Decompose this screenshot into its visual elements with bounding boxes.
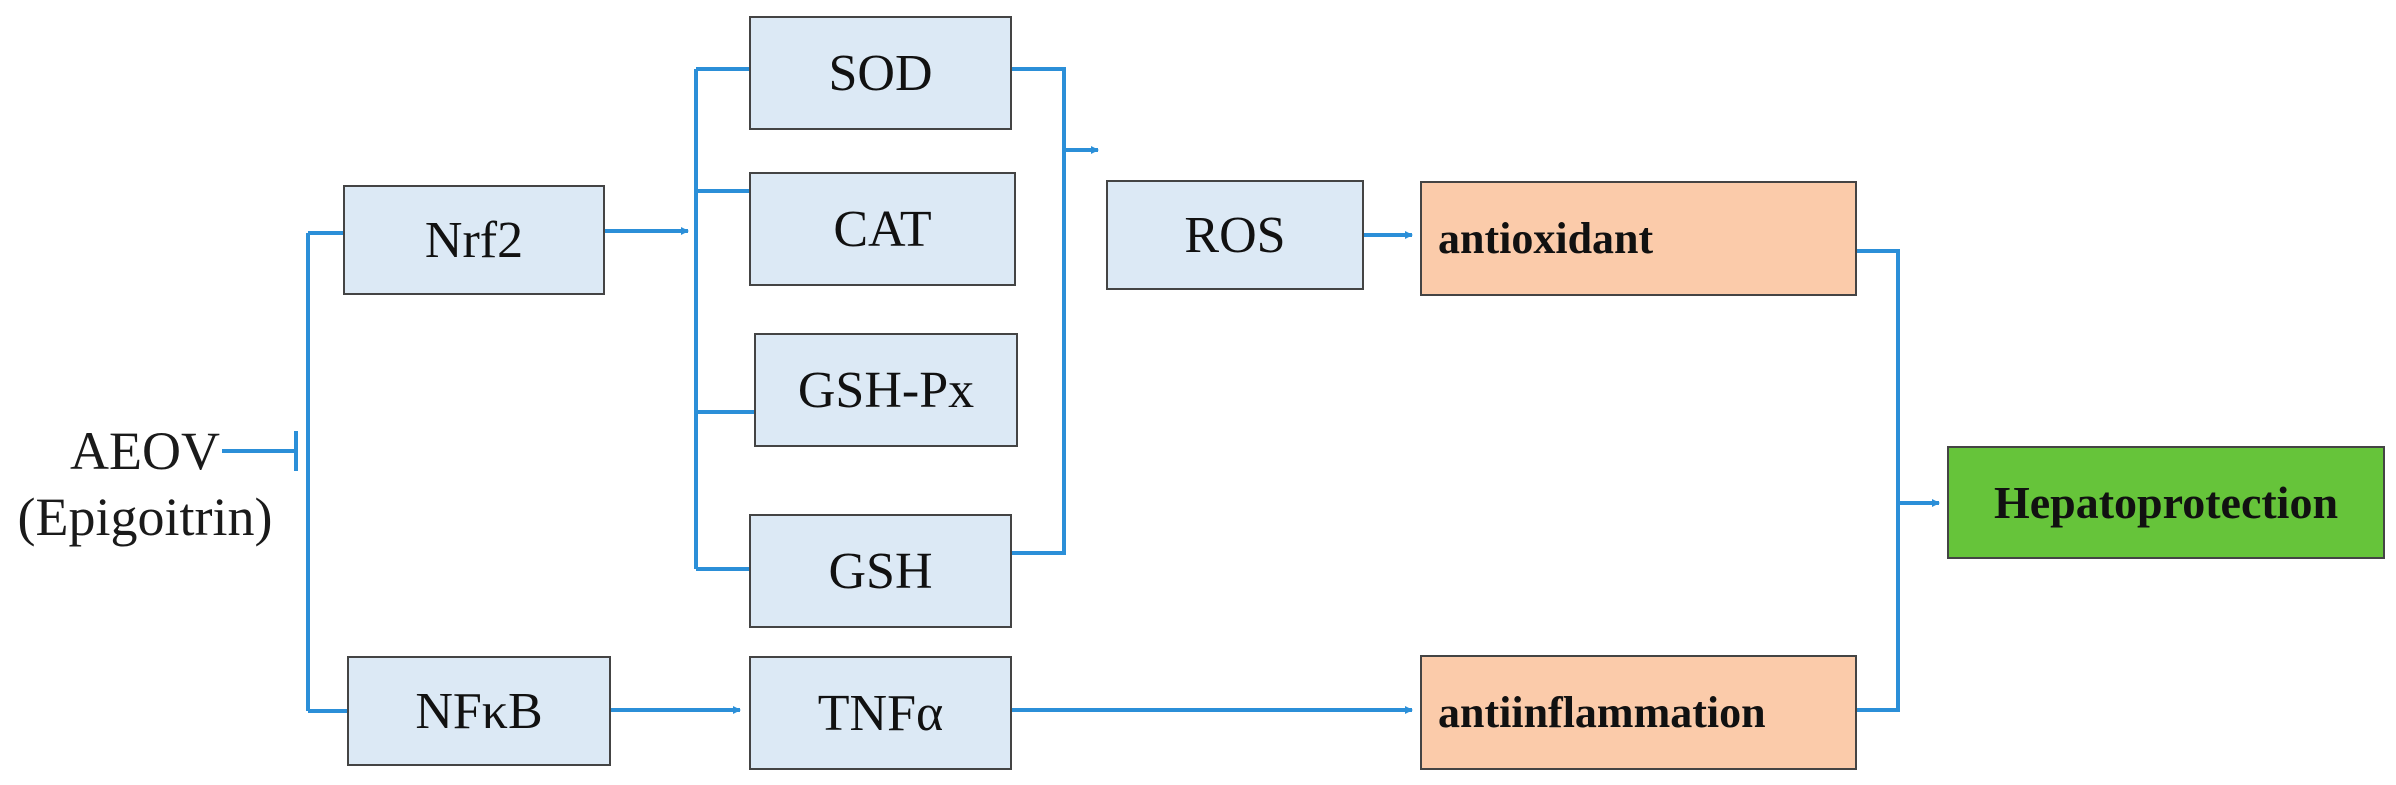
node-ros: ROS [1106,180,1364,290]
source-name: AEOV [70,421,220,481]
node-antiinflammation: antiinflammation [1420,655,1857,770]
node-antioxidant: antioxidant [1420,181,1857,296]
node-gshpx: GSH-Px [754,333,1018,447]
node-hepatoprotection: Hepatoprotection [1947,446,2385,559]
node-nfkb: NFκB [347,656,611,766]
node-tnfa: TNFα [749,656,1012,770]
source-compound: (Epigoitrin) [17,487,273,547]
node-gsh: GSH [749,514,1012,628]
outcome-merge-line [1857,249,1900,712]
node-sod: SOD [749,16,1012,130]
source-label: AEOV (Epigoitrin) [0,418,290,550]
node-nrf2: Nrf2 [343,185,605,295]
sod-merge-line [1012,67,1066,555]
node-cat: CAT [749,172,1016,286]
